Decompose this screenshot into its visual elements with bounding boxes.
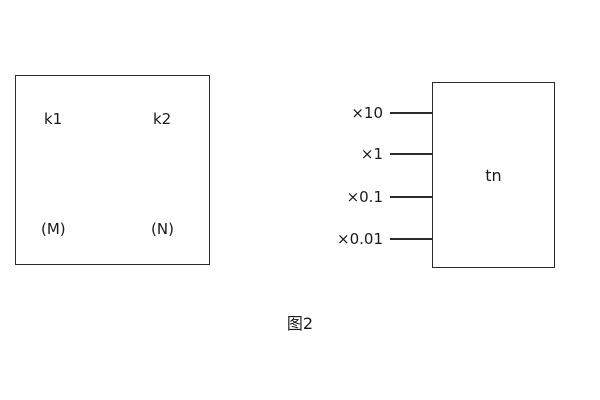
n-terminal-label: (N) <box>151 220 174 238</box>
figure-caption: 图2 <box>286 314 314 333</box>
right-diagram-box: tn <box>432 82 555 268</box>
lead-label-x10: ×10 <box>351 104 383 122</box>
m-terminal-label: (M) <box>41 220 66 238</box>
lead-line-x10 <box>390 112 433 114</box>
k1-label: k1 <box>44 110 63 128</box>
lead-line-x0-1 <box>390 196 433 198</box>
left-diagram-box: k1 k2 (M) (N) <box>15 75 210 265</box>
lead-label-x0-01: ×0.01 <box>337 230 383 248</box>
lead-line-x0-01 <box>390 238 433 240</box>
lead-label-x1: ×1 <box>360 145 383 163</box>
lead-line-x1 <box>390 153 433 155</box>
lead-label-x0-1: ×0.1 <box>346 188 383 206</box>
k2-label: k2 <box>153 110 172 128</box>
tn-label: tn <box>485 165 502 185</box>
